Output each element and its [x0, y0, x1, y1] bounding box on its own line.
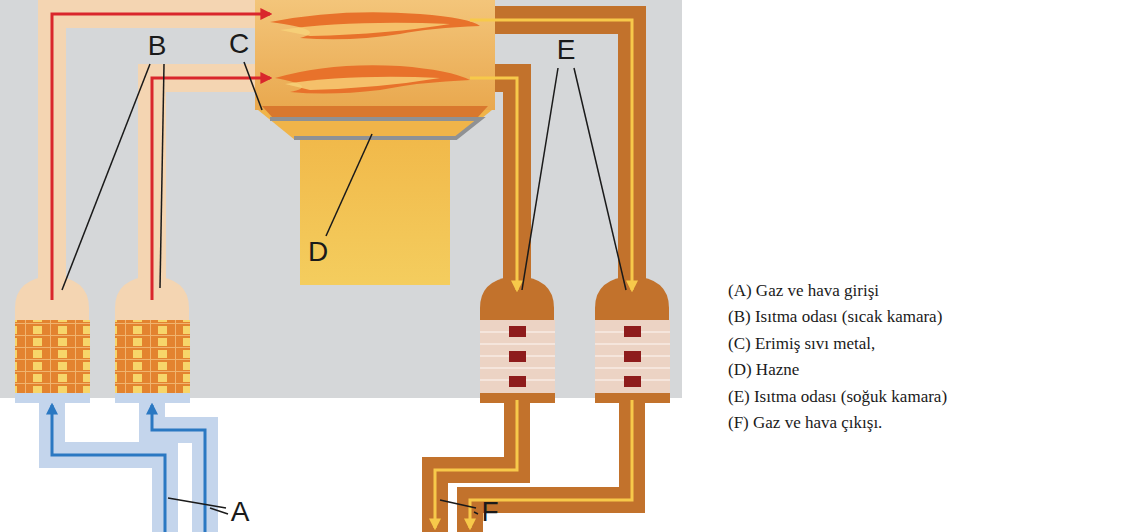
callout-letter: E: [557, 35, 576, 65]
key-text: (D) Hazne: [728, 360, 799, 380]
key-text: (E) Isıtma odası (soğuk kamara): [728, 387, 947, 407]
key-text: (F) Gaz ve hava çıkışı.: [728, 413, 882, 433]
key-text: (A) Gaz ve hava girişi: [728, 281, 879, 301]
callout-letter: F: [481, 497, 498, 527]
key-text: (C) Erimiş sıvı metal,: [728, 334, 875, 354]
callout-letter: B: [148, 31, 167, 61]
callout-letter: C: [229, 29, 249, 59]
callout-letter: D: [308, 237, 328, 267]
key-text: (B) Isıtma odası (sıcak kamara): [728, 307, 942, 327]
callout-letter: A: [231, 497, 250, 527]
